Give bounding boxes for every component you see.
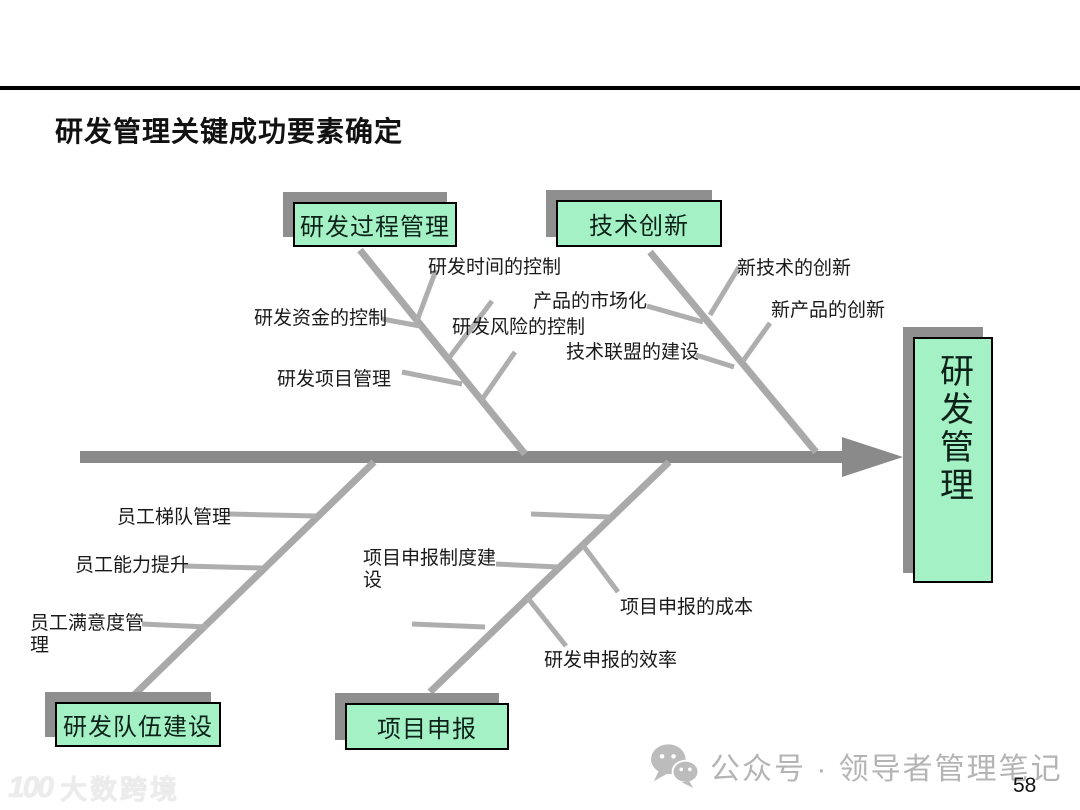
wechat-account-label: 公众号 · 领导者管理笔记 (710, 753, 1063, 786)
spine-arrow (80, 437, 903, 477)
tick-process-5 (478, 350, 518, 403)
factor-label-team-1: 员工梯队管理 (117, 507, 232, 528)
tick-team-1 (228, 511, 317, 519)
tick-process-4 (401, 369, 463, 387)
factor-label-team-3: 员工满意度管理 (30, 613, 145, 657)
bone-process (357, 247, 528, 457)
tick-team-2 (183, 563, 263, 571)
tick-team-3 (141, 621, 208, 630)
factor-label-innovation-4: 技术联盟的建设 (566, 342, 700, 363)
watermark-logo: 100 (8, 770, 54, 804)
bone-team (130, 459, 377, 699)
factor-label-application-3: 研发申报的效率 (544, 650, 678, 671)
effect-label: 研发管理 (934, 353, 972, 505)
factor-label-innovation-3: 新产品的创新 (771, 300, 886, 321)
category-box-process: 研发过程管理 (293, 202, 457, 247)
tick-process-1 (412, 269, 439, 327)
tick-process-3 (447, 299, 494, 360)
tick-innovation-2 (646, 303, 704, 325)
category-box-application: 项目申报 (345, 703, 509, 750)
factor-label-process-1: 研发时间的控制 (428, 257, 562, 278)
bone-application (427, 459, 672, 695)
factor-label-application-1: 项目申报制度建设 (363, 548, 497, 592)
category-box-innovation: 技术创新 (556, 200, 722, 247)
tick-innovation-1 (707, 265, 742, 317)
footer: 公众号 · 领导者管理笔记 (650, 742, 1063, 788)
factor-label-application-2: 项目申报的成本 (620, 597, 754, 618)
effect-box: 研发管理 (913, 337, 993, 583)
watermark: 100 大数跨境 (8, 768, 180, 807)
bone-innovation (647, 249, 819, 455)
factor-label-process-2: 研发资金的控制 (254, 308, 388, 329)
page-number: 58 (1013, 774, 1037, 797)
factor-label-team-2: 员工能力提升 (75, 555, 190, 576)
page-title: 研发管理关键成功要素确定 (55, 117, 404, 148)
wechat-icon (651, 744, 700, 788)
tick-application-5 (525, 595, 568, 648)
tick-application-4 (580, 542, 620, 594)
header-rule (0, 86, 1080, 90)
factor-label-innovation-2: 产品的市场化 (533, 291, 648, 312)
factor-label-process-3: 研发风险的控制 (452, 317, 586, 338)
tick-innovation-4 (695, 352, 735, 370)
tick-application-3 (411, 621, 486, 630)
tick-process-2 (381, 316, 421, 329)
factor-label-process-4: 研发项目管理 (277, 369, 392, 390)
watermark-text: 大数跨境 (60, 775, 181, 805)
tick-application-1 (530, 511, 611, 520)
tick-application-2 (495, 561, 559, 570)
tick-innovation-3 (740, 321, 773, 363)
category-box-team: 研发队伍建设 (55, 702, 221, 747)
factor-label-innovation-1: 新技术的创新 (737, 258, 852, 279)
